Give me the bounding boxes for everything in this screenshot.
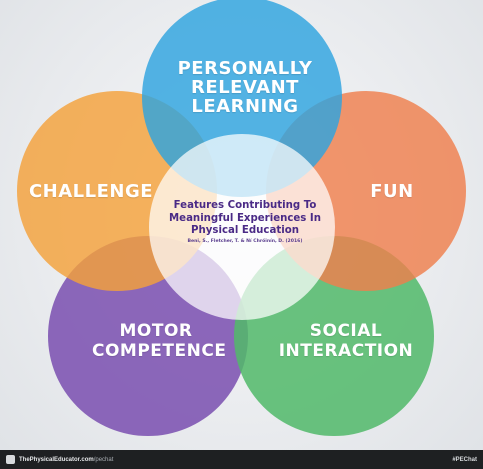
petal-right-line1: FUN <box>370 181 414 202</box>
petal-top-label: PERSONALLY RELEVANT LEARNING <box>160 59 330 116</box>
petal-top-line3: LEARNING <box>191 96 299 117</box>
petal-top-line1: PERSONALLY <box>177 58 313 79</box>
petal-bottom-right-line1: SOCIAL <box>309 321 383 341</box>
petal-top-circle <box>142 0 342 197</box>
petal-top-line2: RELEVANT <box>191 77 299 98</box>
petal-bottom-left-line1: MOTOR <box>119 321 193 341</box>
center-text: Features Contributing To Meaningful Expe… <box>156 200 334 245</box>
center-title-line3: Physical Education <box>191 225 299 236</box>
center-circle <box>149 134 335 320</box>
petal-bottom-right-line2: INTERACTION <box>278 341 414 361</box>
footer-hashtag[interactable]: #PEChat <box>452 456 477 463</box>
petal-bottom-right-label: SOCIAL INTERACTION <box>266 321 426 361</box>
footer-path: /pechat <box>93 456 114 463</box>
footer-brand: ThePhysicalEducator.com <box>19 456 94 463</box>
petal-bottom-left-label: MOTOR COMPETENCE <box>92 321 227 361</box>
center-title: Features Contributing To Meaningful Expe… <box>156 200 334 238</box>
site-logo-icon <box>6 455 15 464</box>
center-citation: Beni, S., Fletcher, T. & Ní Chróinín, D.… <box>187 238 303 244</box>
petal-right-label: FUN <box>362 183 422 201</box>
footer-link[interactable]: ThePhysicalEducator.com /pechat <box>6 455 113 464</box>
footer-bar: ThePhysicalEducator.com /pechat #PEChat <box>0 450 483 469</box>
center-title-line1: Features Contributing To <box>173 200 317 211</box>
petal-left-line1: CHALLENGE <box>28 181 154 202</box>
petal-bottom-left-line2: COMPETENCE <box>92 341 227 361</box>
center-title-line2: Meaningful Experiences In <box>169 212 321 224</box>
petal-left-label: CHALLENGE <box>26 183 156 201</box>
